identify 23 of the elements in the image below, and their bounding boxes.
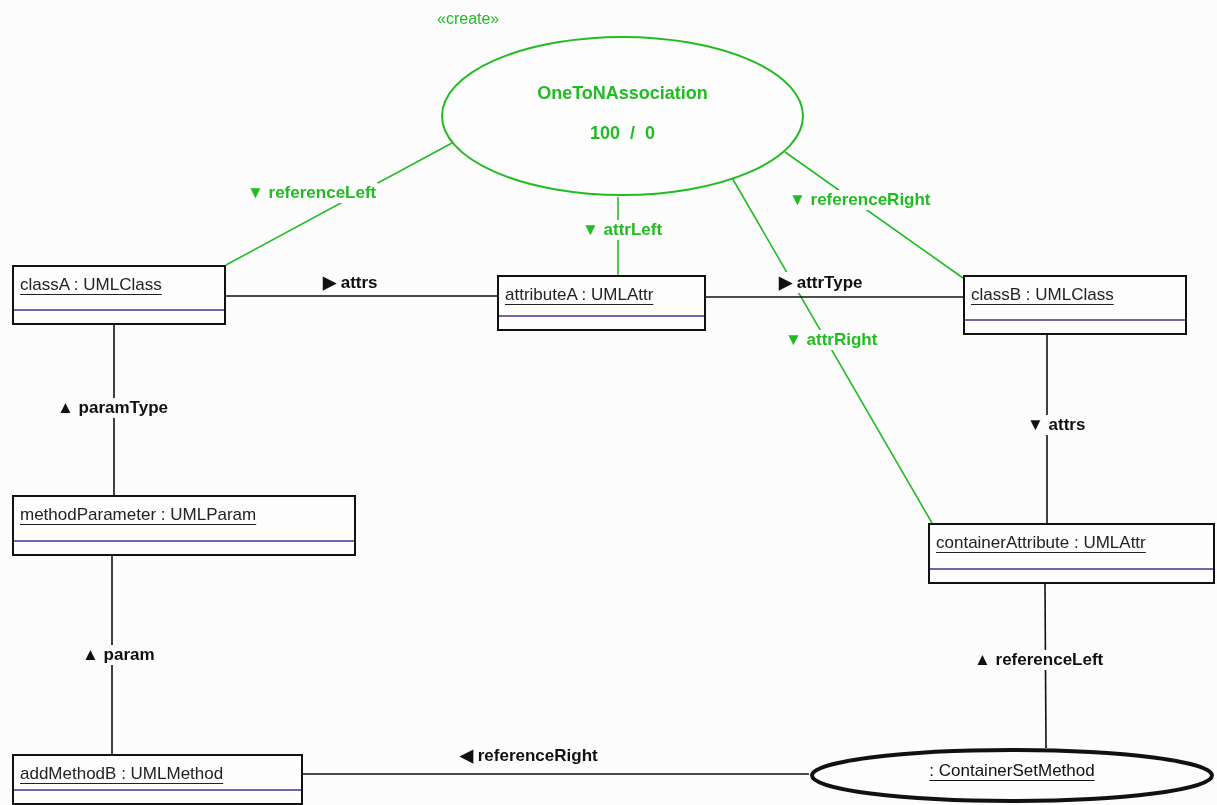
stereotype-label: «create» (437, 10, 500, 28)
association-line (705, 296, 964, 298)
association-line (225, 295, 498, 297)
association-count: 100 / 0 (589, 123, 656, 143)
object-box (12, 495, 356, 556)
association-line (113, 324, 115, 496)
object-name: attributeA : UMLAttr (505, 285, 654, 305)
association-line (1046, 334, 1048, 524)
object-box (963, 275, 1187, 335)
object-name: containerAttribute : UMLAttr (936, 533, 1146, 553)
edge-label: ▶ attrType (777, 272, 865, 293)
object-box (12, 265, 226, 325)
object-name: classB : UMLClass (971, 285, 1114, 305)
object-name: classA : UMLClass (20, 275, 162, 295)
object-box (928, 523, 1215, 584)
object-box (497, 275, 706, 331)
association-line (111, 555, 113, 755)
object-name: addMethodB : UMLMethod (20, 764, 224, 784)
association-name: OneToNAssociation (537, 83, 708, 103)
object-name: methodParameter : UMLParam (20, 505, 257, 525)
object-box (12, 754, 303, 805)
association-name: : ContainerSetMethod (929, 761, 1095, 780)
association-line (302, 773, 810, 775)
